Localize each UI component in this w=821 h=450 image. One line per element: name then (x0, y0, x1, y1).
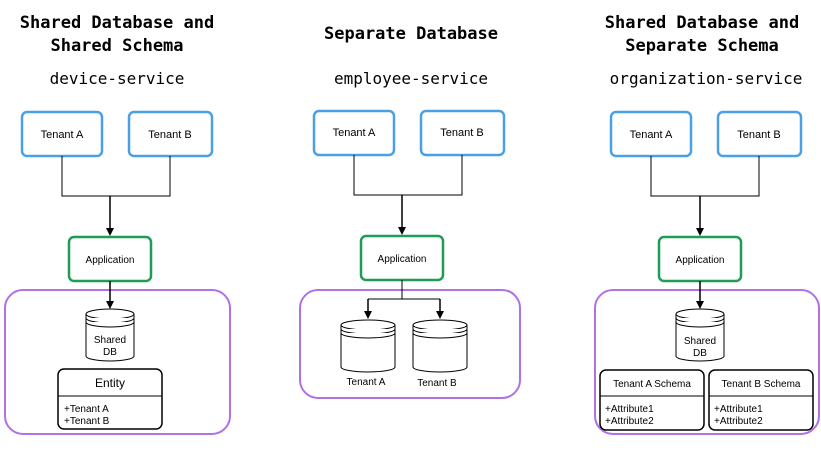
schema-attribute: +Attribute1 (714, 404, 763, 415)
schema-attribute: +Attribute2 (714, 416, 763, 427)
database-container (299, 289, 521, 399)
tenant-b-label: Tenant B (440, 127, 483, 139)
tenant-b-label: Tenant B (737, 129, 780, 141)
tenant-connector (353, 155, 463, 196)
panel-title: Separate Database (324, 24, 498, 44)
entity-attribute: +Tenant A (64, 404, 109, 415)
panel-title-line-1: Shared Database and (20, 13, 214, 33)
tenant-b-db-cylinder (412, 319, 468, 373)
tenant-connector (61, 156, 171, 197)
service-name: organization-service (610, 69, 803, 88)
entity-name: Entity (95, 376, 125, 390)
schema-attribute: +Attribute2 (605, 416, 654, 427)
tenant-b-label: Tenant B (148, 129, 191, 141)
schema-attribute: +Attribute1 (605, 404, 654, 415)
db-label-line-2: DB (693, 348, 707, 359)
tenant-connector (650, 156, 760, 197)
service-name: device-service (50, 69, 185, 88)
shared-db-cylinder (675, 308, 725, 362)
schema-name-tenant-b: Tenant B Schema (722, 379, 801, 390)
panel-title-line-2: Separate Schema (625, 36, 779, 56)
tenant-b-schema-box (708, 369, 814, 431)
tenant-a-schema-box (599, 369, 705, 431)
application-label: Application (378, 254, 427, 265)
db-label-line-1: Shared (684, 336, 716, 347)
tenant-a-db-cylinder (340, 319, 396, 373)
entity-class-box (57, 368, 163, 430)
schema-name-tenant-a: Tenant A Schema (613, 379, 691, 390)
service-name: employee-service (334, 69, 488, 88)
shared-db-cylinder (85, 308, 135, 362)
tenant-a-label: Tenant A (41, 129, 84, 141)
panel-title-line-1: Shared Database and (605, 13, 799, 33)
panel-separate-database: Separate Database employee-service Tenan… (299, 24, 521, 399)
panel-shared-schema: Shared Database and Shared Schema device… (4, 13, 231, 435)
db-label-tenant-a: Tenant A (347, 377, 386, 388)
tenant-a-label: Tenant A (333, 127, 376, 139)
db-label-tenant-b: Tenant B (417, 378, 457, 389)
application-label: Application (676, 255, 725, 266)
panel-title-line-2: Shared Schema (50, 36, 183, 56)
application-label: Application (86, 255, 135, 266)
tenant-a-label: Tenant A (630, 129, 673, 141)
panel-separate-schema: Shared Database and Separate Schema orga… (594, 13, 820, 435)
entity-attribute: +Tenant B (64, 416, 110, 427)
db-label-line-2: DB (103, 347, 117, 358)
db-label-line-1: Shared (94, 335, 126, 346)
